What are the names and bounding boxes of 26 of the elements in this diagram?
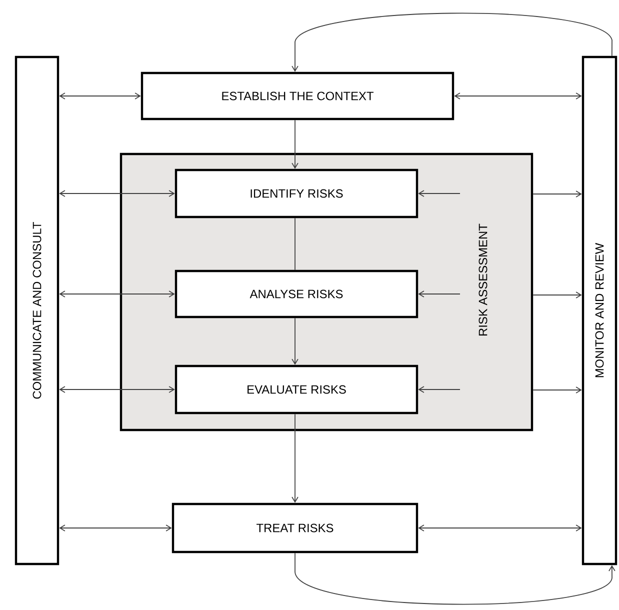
arrow xyxy=(454,92,582,100)
arrow xyxy=(418,290,460,298)
arrow xyxy=(532,386,582,394)
group-label: RISK ASSESSMENT xyxy=(478,224,488,336)
arrow xyxy=(292,12,612,72)
vertical-bar: COMMUNICATE AND CONSULT xyxy=(14,56,60,566)
vertical-bar: MONITOR AND REVIEW xyxy=(582,56,618,566)
arrow xyxy=(418,524,582,532)
arrow xyxy=(532,292,582,298)
process-box: TREAT RISKS xyxy=(172,502,418,554)
arrow xyxy=(292,414,298,503)
process-box: EVALUATE RISKS xyxy=(174,364,418,414)
process-box: ANALYSE RISKS xyxy=(174,270,418,318)
arrow xyxy=(59,290,175,298)
arrow xyxy=(292,318,298,365)
arrow xyxy=(532,190,582,198)
arrow xyxy=(292,120,298,169)
arrow xyxy=(59,386,175,393)
process-box: IDENTIFY RISKS xyxy=(174,168,418,218)
arrow xyxy=(418,190,460,197)
arrow xyxy=(294,552,616,605)
arrow xyxy=(59,92,141,100)
process-box: ESTABLISH THE CONTEXT xyxy=(140,72,454,120)
arrow xyxy=(418,386,460,393)
arrow xyxy=(59,190,175,197)
arrow xyxy=(59,524,172,532)
